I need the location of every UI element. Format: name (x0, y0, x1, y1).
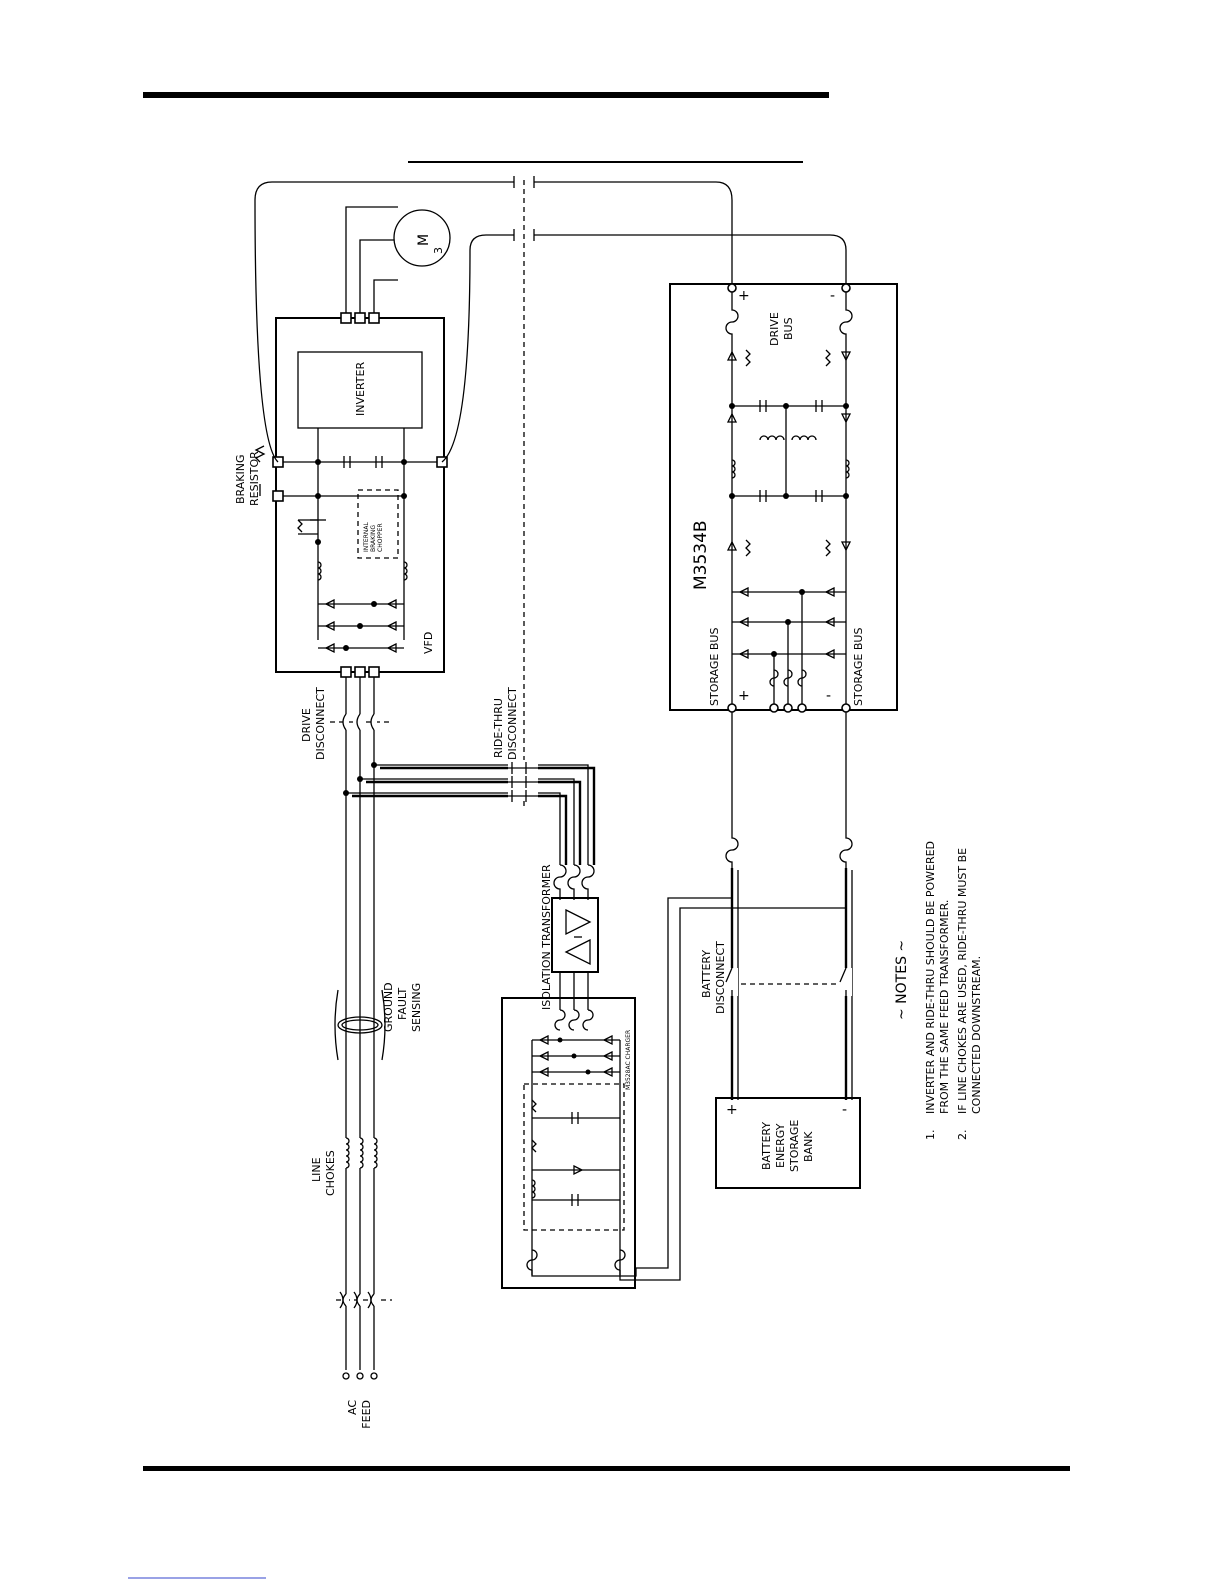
drive-bus-label-2: BUS (782, 317, 795, 340)
note-1-line-2: FROM THE SAME FEED TRANSFORMER. (938, 900, 951, 1114)
ride-thru-feed (346, 180, 596, 865)
transformer-fuses (553, 864, 595, 900)
battery-bank-label-2: ENERGY (774, 1123, 787, 1168)
ac-feed-label-2: FEED (360, 1400, 373, 1429)
battery-bank-label-1: BATTERY (760, 1122, 773, 1170)
battery-bank-label-3: STORAGE (788, 1120, 801, 1172)
vfd-module (254, 312, 448, 678)
note-2-line-1: IF LINE CHOKES ARE USED, RIDE-THRU MUST … (956, 848, 969, 1114)
storage-plus-sign: + (738, 688, 750, 704)
note-2-num: 2. (956, 1130, 969, 1141)
footer-rule (143, 1466, 1070, 1471)
ground-fault-label-3: SENSING (410, 983, 423, 1032)
drive-bus-label-1: DRIVE (768, 312, 781, 346)
note-1-line-1: INVERTER AND RIDE-THRU SHOULD BE POWERED (924, 841, 937, 1114)
ac-feed-breaker (336, 1291, 392, 1309)
storage-bus-wires (725, 712, 853, 1100)
ride-thru-label-1: RIDE-THRU (492, 698, 505, 758)
drive-minus-sign: - (830, 288, 835, 304)
ride-thru-label-2: DISCONNECT (506, 687, 519, 760)
braking-resistor-label-2: RESISTOR (248, 451, 261, 506)
drive-disconnect-label-2: DISCONNECT (314, 687, 327, 760)
battery-minus-sign: - (842, 1102, 847, 1118)
ground-fault-ct (334, 989, 386, 1061)
vfd-label: VFD (422, 632, 435, 654)
ground-fault-label-1: GROUND (382, 982, 395, 1032)
storage-minus-sign: - (826, 688, 831, 704)
storage-bus-minus-label: STORAGE BUS (852, 628, 865, 706)
note-1-num: 1. (924, 1130, 937, 1141)
notes-title: ~ NOTES ~ (894, 940, 910, 1020)
drive-plus-sign: + (738, 288, 750, 304)
header-rule (143, 92, 829, 98)
storage-bus-plus-label: STORAGE BUS (708, 628, 721, 706)
drive-disconnect (330, 713, 390, 731)
chopper-label-1: INTERNAL (363, 522, 370, 552)
main-feed-lines (342, 672, 378, 1380)
battery-bank-label-4: BANK (802, 1131, 815, 1162)
battery-disconnect-label-2: DISCONNECT (714, 941, 727, 1014)
motor (345, 206, 451, 313)
dc-links (254, 176, 847, 463)
isolation-transformer (551, 897, 599, 1010)
charger-module (501, 897, 846, 1289)
line-chokes-label: LINE (310, 1157, 323, 1182)
line-chokes-label-2: CHOKES (324, 1150, 337, 1196)
braking-resistor-label-1: BRAKING (234, 455, 247, 504)
chopper-label-2: BRAKING (370, 525, 377, 552)
drive-disconnect-label-1: DRIVE (300, 708, 313, 742)
m3534b-module (669, 283, 898, 713)
motor-3-label: 3 (432, 247, 445, 254)
chopper-label-3: CHOPPER (377, 523, 384, 552)
line-chokes (341, 1137, 379, 1169)
inverter-label: INVERTER (354, 362, 367, 416)
battery-plus-sign: + (726, 1102, 738, 1118)
charger-label: M3528AC CHARGER (625, 1030, 632, 1090)
battery-bank (715, 1097, 861, 1189)
isolation-transformer-label: ISOLATION TRANSFORMER (540, 864, 553, 1010)
motor-m-label: M (416, 234, 432, 246)
battery-disconnect-label-1: BATTERY (700, 950, 713, 998)
ac-feed-label: AC (346, 1400, 359, 1415)
note-2-line-2: CONNECTED DOWNSTREAM. (970, 956, 983, 1114)
module-label: M3534B (691, 520, 711, 590)
ground-fault-label-2: FAULT (396, 987, 409, 1020)
